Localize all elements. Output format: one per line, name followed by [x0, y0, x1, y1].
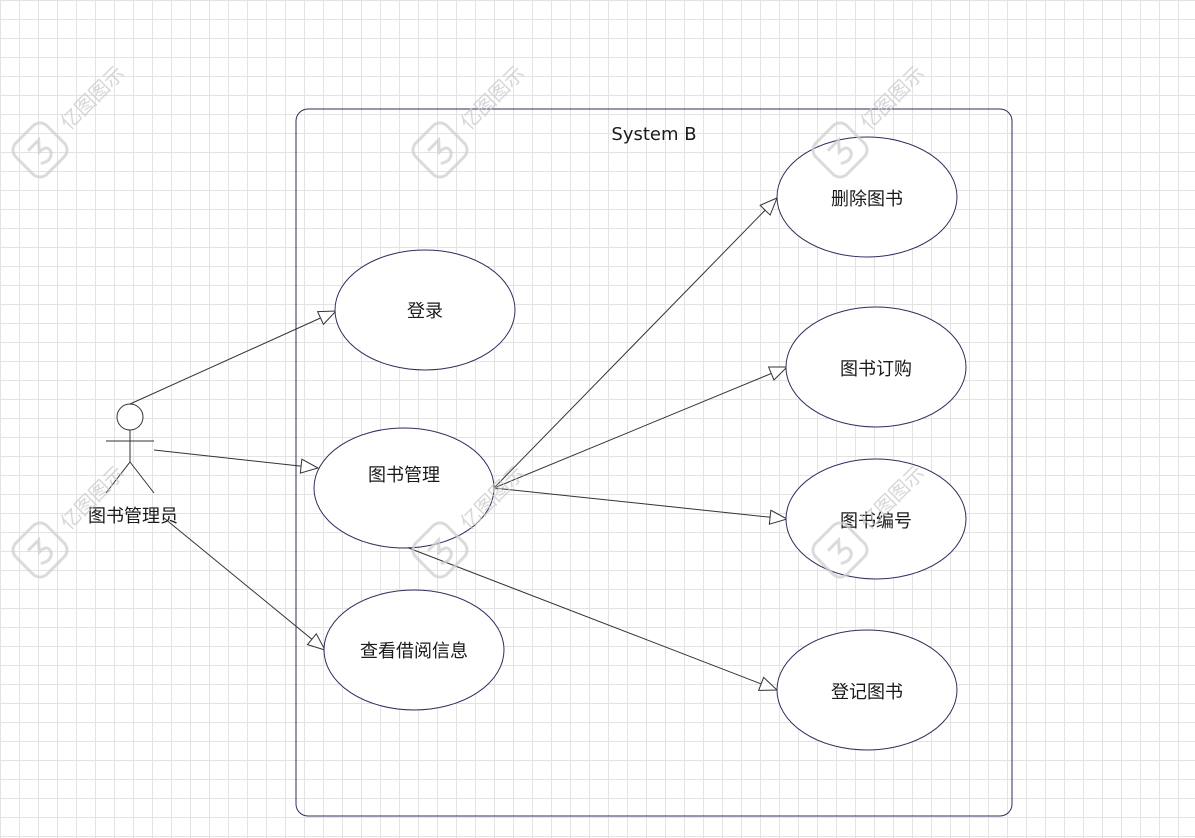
use-case-delete-book-label: 删除图书: [831, 189, 903, 210]
association-actor-book-management[interactable]: [153, 449, 320, 474]
svg-text:亿图图示: 亿图图示: [456, 61, 530, 135]
use-case-order-book-label: 图书订购: [840, 359, 912, 380]
use-case-register-book-shape: [776, 629, 958, 751]
relation-management-order-book[interactable]: [493, 366, 789, 489]
use-case-view-borrow-info[interactable]: 查看借阅信息: [323, 589, 505, 711]
association-actor-view-borrow-info[interactable]: [163, 517, 327, 651]
use-case-view-borrow-info-label: 查看借阅信息: [360, 641, 468, 662]
system-boundary[interactable]: [295, 108, 1013, 817]
use-case-login[interactable]: 登录: [334, 249, 516, 371]
svg-text:亿图图示: 亿图图示: [56, 61, 130, 135]
use-case-login-shape: [334, 249, 516, 371]
actor-right-leg: [129, 461, 155, 494]
watermark-logo: 亿图图示: [11, 61, 130, 179]
association-lines: [129, 197, 789, 691]
use-case-order-book[interactable]: 图书订购: [785, 306, 967, 428]
use-case-book-management-label: 图书管理: [368, 465, 440, 486]
actor-librarian[interactable]: [105, 403, 155, 494]
association-actor-login[interactable]: [129, 310, 338, 405]
use-case-register-book[interactable]: 登记图书: [776, 629, 958, 751]
svg-text:亿图图示: 亿图图示: [856, 61, 930, 135]
actor-left-leg: [105, 461, 131, 494]
system-title: System B: [611, 124, 696, 145]
use-case-view-borrow-info-shape: [323, 589, 505, 711]
use-case-delete-book-shape: [776, 136, 958, 258]
relation-management-delete-book[interactable]: [493, 197, 778, 489]
use-case-order-book-shape: [785, 306, 967, 428]
actor-head: [116, 403, 144, 431]
relation-management-book-number[interactable]: [493, 487, 789, 525]
use-case-delete-book[interactable]: 删除图书: [776, 136, 958, 258]
use-case-login-label: 登录: [407, 301, 443, 322]
actor-label: 图书管理员: [88, 506, 178, 527]
watermark-logo: 亿图图示: [411, 61, 530, 179]
use-case-book-management[interactable]: 图书管理: [313, 427, 495, 549]
use-case-book-number-label: 图书编号: [840, 511, 912, 532]
use-case-register-book-label: 登记图书: [831, 682, 903, 703]
use-case-book-management-shape: [313, 427, 495, 549]
relation-management-register-book[interactable]: [405, 546, 779, 691]
